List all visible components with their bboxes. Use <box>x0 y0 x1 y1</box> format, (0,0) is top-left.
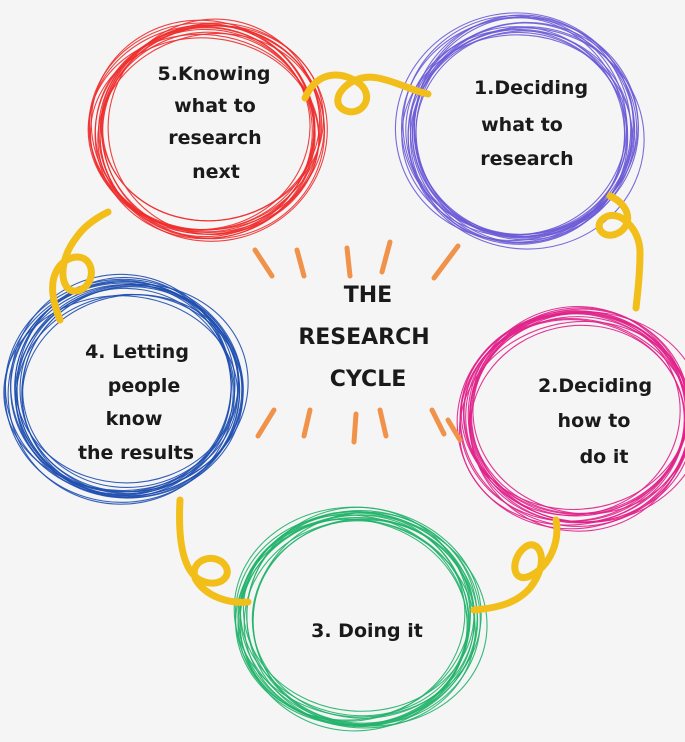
connectors <box>49 71 644 614</box>
step-4-line-1: 4. Letting <box>85 341 189 363</box>
step-5: 5.Knowing what to research next <box>158 63 271 183</box>
burst-stroke <box>429 407 447 437</box>
connector-5 <box>49 208 112 324</box>
burst-stroke <box>351 411 359 445</box>
step-4-line-3: know <box>106 408 163 430</box>
step-1-line-1: 1.Deciding <box>474 77 588 99</box>
step-3-line-1: 3. Doing it <box>311 620 423 642</box>
burst-stroke <box>255 407 277 439</box>
step-4: 4. Letting people know the results <box>78 341 194 464</box>
burst-stroke <box>294 247 307 279</box>
step-2-line-3: do it <box>580 446 629 468</box>
step-2-line-2: how to <box>558 410 631 432</box>
title-line-3: CYCLE <box>330 367 406 392</box>
step-3-scribble-circle <box>233 506 488 732</box>
burst-stroke <box>377 407 389 439</box>
burst-stroke <box>431 243 461 281</box>
center-title: THE RESEARCH CYCLE <box>298 283 429 392</box>
step-1: 1.Deciding what to research <box>474 77 588 170</box>
burst-stroke <box>252 247 275 279</box>
step-1-line-2: what to <box>481 114 563 136</box>
burst-stroke <box>445 417 463 443</box>
step-4-line-4: the results <box>78 442 194 464</box>
center-burst <box>252 239 463 445</box>
step-1-scribble-circle <box>394 12 645 250</box>
burst-stroke <box>301 407 313 439</box>
step-2: 2.Deciding how to do it <box>538 375 652 468</box>
step-2-line-1: 2.Deciding <box>538 375 652 397</box>
connector-3 <box>470 516 561 614</box>
step-5-line-4: next <box>192 161 240 183</box>
burst-stroke <box>344 245 353 279</box>
connector-2 <box>595 192 644 312</box>
step-4-line-2: people <box>108 375 181 397</box>
title-line-1: THE <box>344 283 392 308</box>
connector-4 <box>176 496 252 606</box>
step-5-scribble-circle <box>87 18 328 242</box>
step-5-line-2: what to <box>174 95 256 117</box>
step-5-line-1: 5.Knowing <box>158 63 271 85</box>
step-1-line-3: research <box>480 148 573 170</box>
step-3: 3. Doing it <box>311 620 423 642</box>
title-line-2: RESEARCH <box>298 325 429 350</box>
step-4-scribble-circle <box>3 273 249 505</box>
connector-1 <box>301 71 432 116</box>
step-5-line-3: research <box>168 127 261 149</box>
burst-stroke <box>379 239 393 275</box>
